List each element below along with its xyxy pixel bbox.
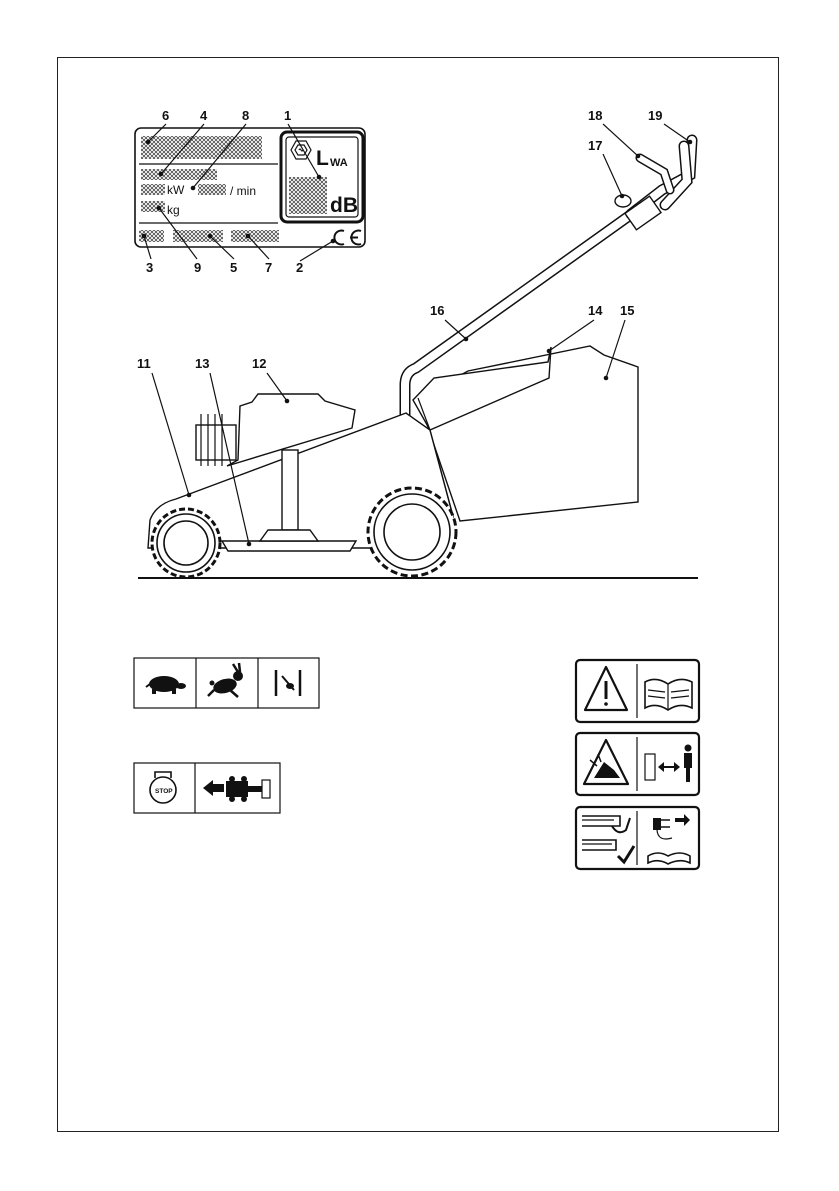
- rating-plate: kW / min kg L WA dB: [135, 128, 365, 247]
- field-model: [141, 136, 262, 159]
- callout-16: 16: [430, 303, 444, 318]
- callout-5: 5: [230, 260, 237, 275]
- blade: [222, 541, 356, 551]
- field-power: [141, 184, 165, 195]
- callout-19: 19: [648, 108, 662, 123]
- callout-6: 6: [162, 108, 169, 123]
- disconnect-before-maintenance: [576, 807, 699, 869]
- fast-rabbit-icon: [208, 663, 243, 697]
- rear-wheel: [368, 488, 456, 576]
- field-code: [231, 230, 279, 242]
- callout-7: 7: [265, 260, 272, 275]
- unit-rpm: / min: [230, 184, 256, 198]
- callout-18: 18: [588, 108, 602, 123]
- callout-4: 4: [200, 108, 208, 123]
- front-wheel: [152, 509, 220, 577]
- engine-stop-icon: STOP: [150, 772, 176, 803]
- noise-label-box: L WA dB: [281, 132, 363, 222]
- callout-1: 1: [284, 108, 291, 123]
- unit-kw: kW: [167, 183, 185, 197]
- warning-read-manual: [576, 660, 699, 722]
- lwa-symbol: L: [316, 147, 329, 170]
- callout-17: 17: [588, 138, 602, 153]
- callout-8: 8: [242, 108, 249, 123]
- choke-icon: [276, 670, 300, 696]
- db-unit: dB: [330, 194, 358, 217]
- ce-mark-icon: [334, 231, 361, 245]
- callout-12: 12: [252, 356, 266, 371]
- stop-symbol-panel: STOP: [134, 763, 280, 813]
- callout-3: 3: [146, 260, 153, 275]
- lawnmower-direction-icon: [203, 776, 270, 802]
- stop-label: STOP: [155, 788, 173, 795]
- keep-bystanders-away: [576, 733, 699, 795]
- field-type: [141, 169, 217, 180]
- callout-2: 2: [296, 260, 303, 275]
- callout-13: 13: [195, 356, 209, 371]
- callout-9: 9: [194, 260, 201, 275]
- field-rpm: [198, 184, 226, 195]
- lwa-subscript: WA: [330, 157, 348, 169]
- slow-turtle-icon: [146, 676, 186, 694]
- lawnmower-drawing: [138, 140, 698, 578]
- callout-11: 11: [137, 356, 151, 371]
- unit-kg: kg: [167, 203, 180, 217]
- speed-symbol-panel: [134, 658, 319, 708]
- callout-15: 15: [620, 303, 634, 318]
- field-noise-value: [289, 177, 327, 214]
- callout-14: 14: [588, 303, 603, 318]
